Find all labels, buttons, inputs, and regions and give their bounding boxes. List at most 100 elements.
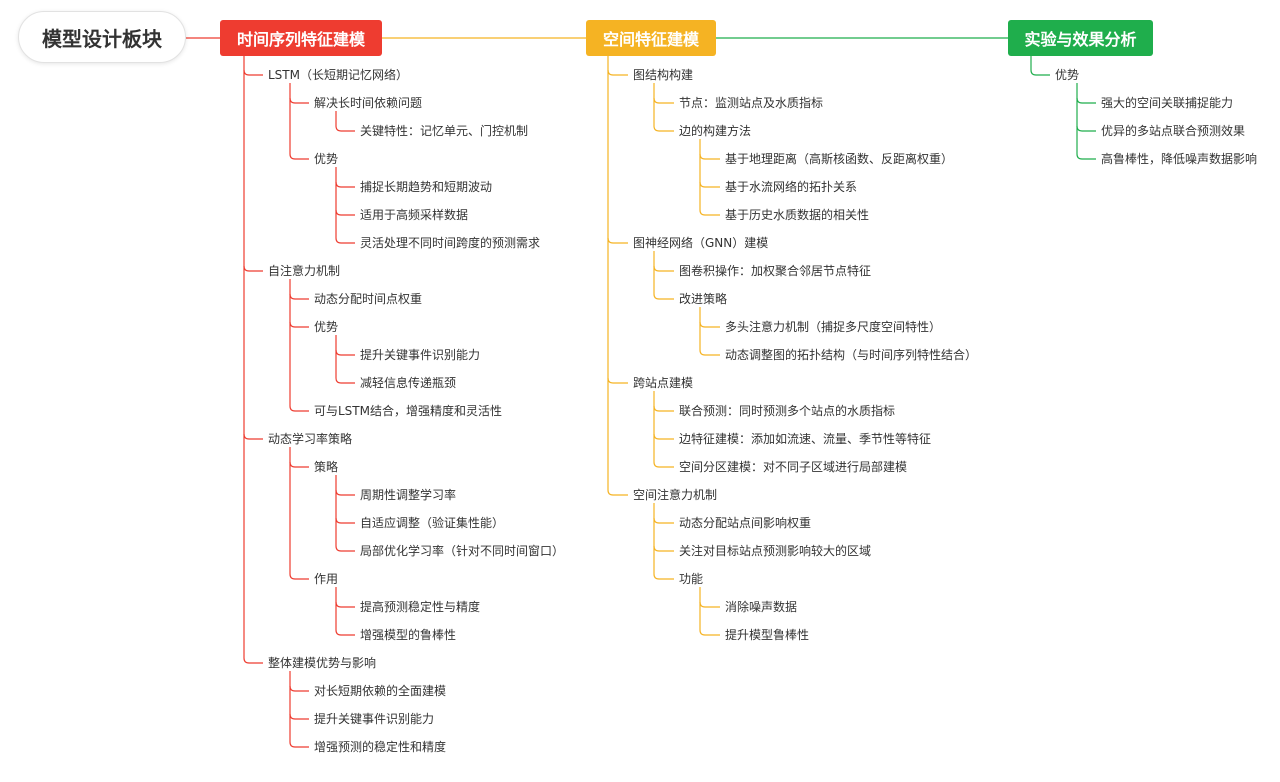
connector-temporal — [289, 405, 309, 412]
topic-temporal-d2[interactable]: 捕捉长期趋势和短期波动 — [360, 180, 493, 194]
connector-temporal — [243, 69, 263, 76]
connector-experiment — [1030, 69, 1050, 76]
connector-temporal — [289, 741, 309, 748]
connector-spatial — [699, 153, 720, 160]
connector-spatial — [607, 69, 628, 76]
connector-spatial — [607, 489, 628, 496]
topic-spatial-d0[interactable]: 跨站点建模 — [633, 376, 694, 390]
topic-temporal-d2[interactable]: 提高预测稳定性与精度 — [360, 600, 481, 614]
topic-temporal-d2[interactable]: 增强模型的鲁棒性 — [360, 628, 457, 642]
topic-spatial-d0[interactable]: 图结构构建 — [633, 68, 694, 82]
topic-temporal-d0[interactable]: 动态学习率策略 — [268, 432, 353, 446]
connector-spatial — [699, 601, 720, 608]
connector-temporal — [289, 97, 309, 104]
topic-temporal-d1[interactable]: 提升关键事件识别能力 — [314, 712, 435, 726]
connector-spatial — [653, 97, 674, 104]
connector-temporal — [289, 153, 309, 160]
topic-temporal-d1[interactable]: 优势 — [314, 152, 339, 166]
connector-spatial — [653, 405, 674, 412]
connector-spatial — [607, 377, 628, 384]
connector-spatial — [653, 293, 674, 300]
connector-temporal — [335, 377, 355, 384]
connector-temporal — [289, 573, 309, 580]
connector-temporal — [335, 237, 355, 244]
topic-spatial-d1[interactable]: 关注对目标站点预测影响较大的区域 — [679, 544, 872, 558]
connector-spatial — [607, 237, 628, 244]
topic-temporal-d1[interactable]: 优势 — [314, 320, 339, 334]
topic-temporal-d1[interactable]: 可与LSTM结合，增强精度和灵活性 — [314, 404, 502, 418]
topic-experiment-d1[interactable]: 高鲁棒性，降低噪声数据影响 — [1101, 152, 1258, 166]
topic-temporal-d1[interactable]: 对长短期依赖的全面建模 — [314, 684, 447, 698]
connector-experiment — [1076, 125, 1096, 132]
topic-spatial-d1[interactable]: 改进策略 — [679, 292, 728, 306]
topic-temporal-d1[interactable]: 作用 — [314, 572, 339, 586]
topic-temporal-d0[interactable]: 自注意力机制 — [268, 264, 341, 278]
connector-temporal — [335, 629, 355, 636]
topic-temporal-d1[interactable]: 解决长时间依赖问题 — [314, 96, 423, 110]
topic-spatial-d2[interactable]: 基于水流网络的拓扑关系 — [725, 180, 858, 194]
topic-temporal-d2[interactable]: 灵活处理不同时间跨度的预测需求 — [360, 236, 541, 250]
topic-experiment-d1[interactable]: 优异的多站点联合预测效果 — [1101, 124, 1246, 138]
branch-experiment[interactable]: 实验与效果分析 — [1008, 20, 1153, 56]
connector-spatial — [653, 265, 674, 272]
topic-spatial-d2[interactable]: 消除噪声数据 — [725, 600, 798, 614]
topic-temporal-d1[interactable]: 增强预测的稳定性和精度 — [314, 740, 447, 754]
topic-spatial-d1[interactable]: 空间分区建模：对不同子区域进行局部建模 — [679, 460, 908, 474]
topic-temporal-d2[interactable]: 周期性调整学习率 — [360, 488, 457, 502]
topic-spatial-d0[interactable]: 图神经网络（GNN）建模 — [633, 236, 769, 250]
topic-spatial-d1[interactable]: 图卷积操作：加权聚合邻居节点特征 — [679, 264, 872, 278]
topic-spatial-d2[interactable]: 多头注意力机制（捕捉多尺度空间特性） — [725, 320, 942, 334]
connector-temporal — [243, 657, 263, 664]
connector-temporal — [335, 517, 355, 524]
topic-spatial-d1[interactable]: 功能 — [679, 572, 704, 586]
topic-spatial-d1[interactable]: 联合预测：同时预测多个站点的水质指标 — [679, 404, 896, 418]
connector-temporal — [243, 265, 263, 272]
connector-spatial — [653, 461, 674, 468]
connector-temporal — [335, 349, 355, 356]
connector-temporal — [289, 321, 309, 328]
topic-spatial-d0[interactable]: 空间注意力机制 — [633, 488, 718, 502]
topic-temporal-d0[interactable]: LSTM（长短期记忆网络） — [268, 68, 408, 82]
topic-temporal-d2[interactable]: 减轻信息传递瓶颈 — [360, 376, 457, 390]
topic-temporal-d2[interactable]: 适用于高频采样数据 — [360, 208, 469, 222]
connector-temporal — [335, 601, 355, 608]
topic-spatial-d1[interactable]: 边特征建模：添加如流速、流量、季节性等特征 — [679, 432, 932, 446]
connector-experiment — [1076, 153, 1096, 160]
connector-spatial — [699, 321, 720, 328]
connector-experiment — [1076, 97, 1096, 104]
topic-spatial-d2[interactable]: 基于地理距离（高斯核函数、反距离权重） — [725, 152, 954, 166]
topic-spatial-d1[interactable]: 边的构建方法 — [679, 124, 752, 138]
topic-temporal-d2[interactable]: 提升关键事件识别能力 — [360, 348, 481, 362]
topic-temporal-d1[interactable]: 策略 — [314, 460, 339, 474]
topic-spatial-d2[interactable]: 提升模型鲁棒性 — [725, 628, 810, 642]
root-node[interactable]: 模型设计板块 — [18, 11, 186, 63]
connector-spatial — [699, 209, 720, 216]
topic-spatial-d2[interactable]: 动态调整图的拓扑结构（与时间序列特性结合） — [725, 348, 978, 362]
connector-spatial — [699, 629, 720, 636]
branch-temporal[interactable]: 时间序列特征建模 — [220, 20, 382, 56]
connector-temporal — [335, 125, 355, 132]
topic-spatial-d2[interactable]: 基于历史水质数据的相关性 — [725, 208, 870, 222]
connector-temporal — [289, 685, 309, 692]
topic-temporal-d2[interactable]: 自适应调整（验证集性能） — [360, 516, 505, 530]
connector-temporal — [335, 209, 355, 216]
topic-temporal-d0[interactable]: 整体建模优势与影响 — [268, 656, 377, 670]
topic-temporal-d2[interactable]: 关键特性：记忆单元、门控机制 — [360, 124, 529, 138]
topic-temporal-d1[interactable]: 动态分配时间点权重 — [314, 292, 423, 306]
connector-spatial — [653, 545, 674, 552]
connector-temporal — [289, 293, 309, 300]
topic-spatial-d1[interactable]: 节点：监测站点及水质指标 — [679, 96, 824, 110]
connector-spatial — [653, 125, 674, 132]
connector-temporal — [335, 181, 355, 188]
connector-temporal — [243, 433, 263, 440]
topic-temporal-d2[interactable]: 局部优化学习率（针对不同时间窗口） — [360, 544, 565, 558]
connector-temporal — [335, 545, 355, 552]
topic-spatial-d1[interactable]: 动态分配站点间影响权重 — [679, 516, 812, 530]
branch-spatial[interactable]: 空间特征建模 — [586, 20, 716, 56]
topic-experiment-d1[interactable]: 强大的空间关联捕捉能力 — [1101, 96, 1234, 110]
topic-experiment-d0[interactable]: 优势 — [1055, 68, 1080, 82]
connector-spatial — [699, 181, 720, 188]
connector-spatial — [653, 517, 674, 524]
connector-temporal — [335, 489, 355, 496]
